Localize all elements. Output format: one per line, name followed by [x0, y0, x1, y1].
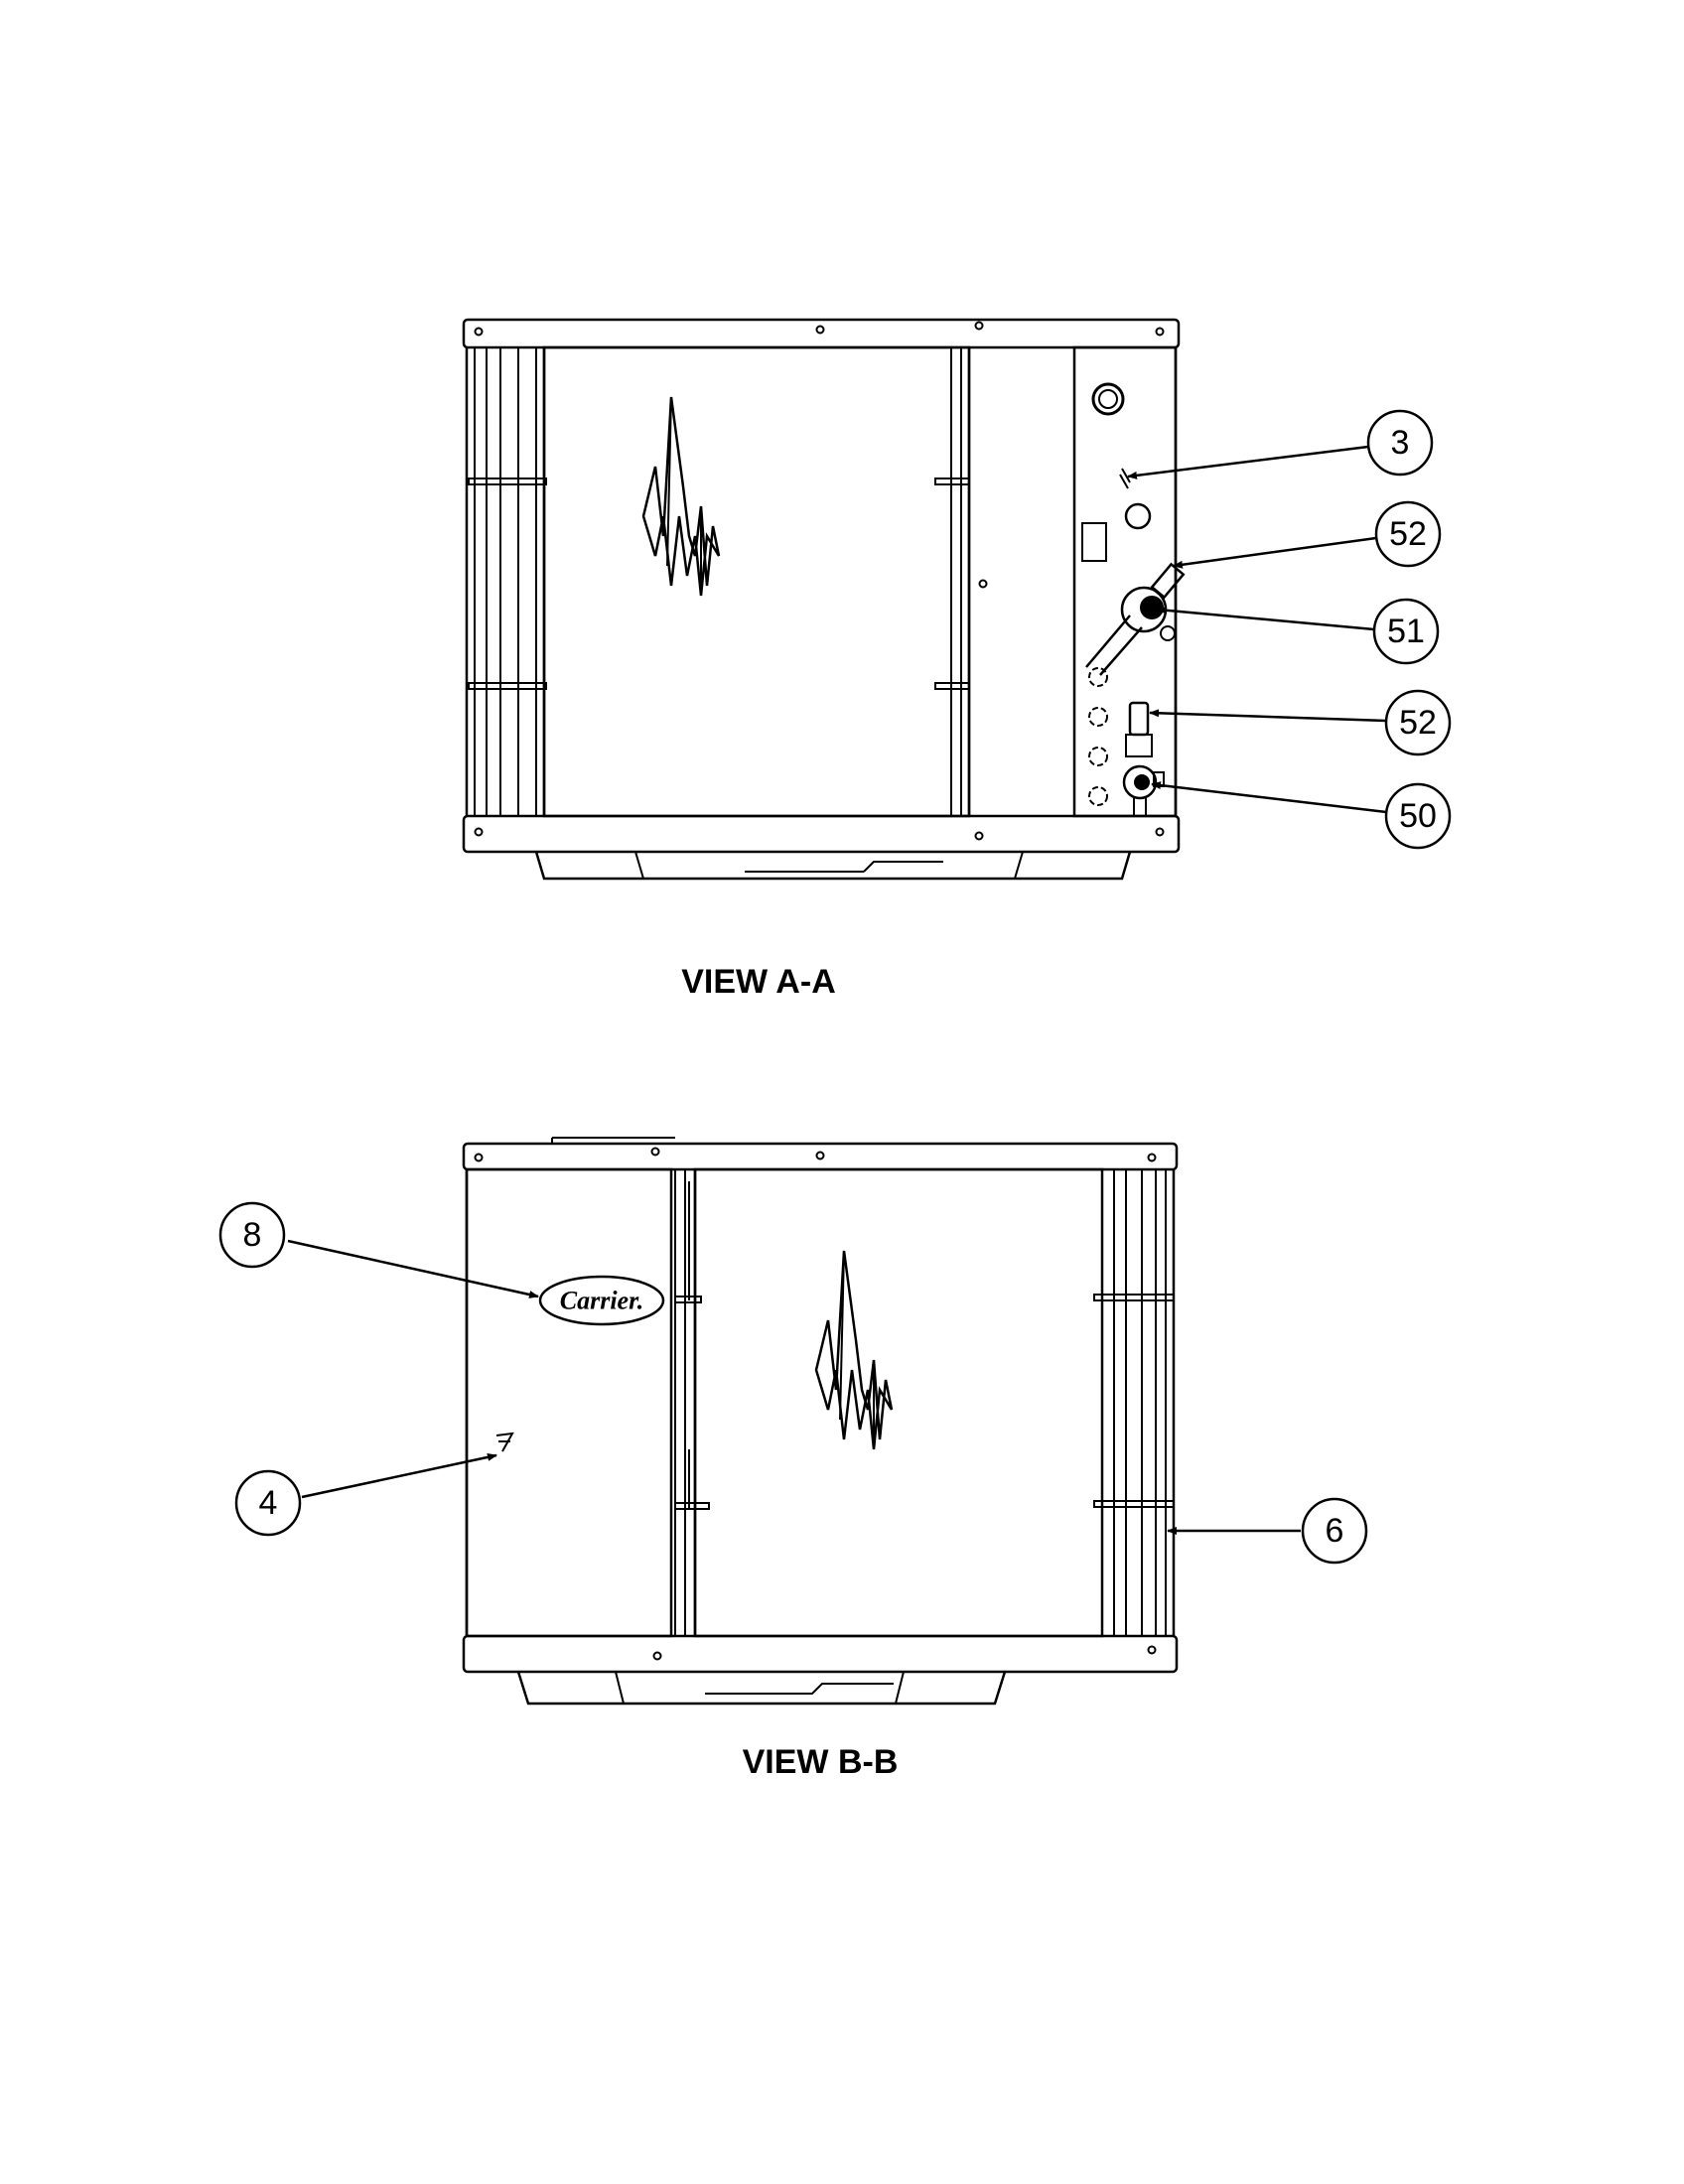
callout-label: 50 — [1399, 797, 1437, 835]
panel-mark — [495, 1432, 514, 1452]
screws-a — [474, 321, 1165, 841]
base-pan — [516, 1671, 1007, 1706]
callout-6: 6 — [1167, 1497, 1368, 1565]
coil-guard-left — [468, 347, 547, 816]
liquid-service-valve — [1122, 701, 1165, 816]
callout-8: 8 — [218, 1201, 539, 1298]
carrier-logo-text: Carrier. — [560, 1287, 644, 1315]
corner-panel — [465, 1167, 673, 1638]
callout-52-upper: 52 — [1173, 500, 1442, 569]
view-b-b: Carrier. 8 4 6 VIEW B-B — [218, 1137, 1368, 1781]
callout-label: 51 — [1387, 613, 1425, 650]
callout-label: 6 — [1326, 1512, 1344, 1550]
carrier-logo: Carrier. — [538, 1275, 665, 1326]
callout-52-lower: 52 — [1149, 689, 1452, 756]
top-rail — [462, 1142, 1179, 1171]
coil-panel — [693, 1167, 1104, 1638]
coil-guard-right — [934, 347, 971, 816]
screws-b — [474, 1147, 1157, 1661]
callout-label: 4 — [259, 1484, 278, 1522]
zigzag-graphic-b — [814, 1250, 894, 1450]
callout-label: 3 — [1391, 424, 1410, 462]
callout-label: 52 — [1399, 704, 1437, 742]
coil-guard-right-b — [1093, 1169, 1175, 1636]
callout-label: 52 — [1389, 515, 1427, 553]
callout-50: 50 — [1151, 781, 1452, 850]
suction-service-valve — [1085, 562, 1186, 676]
view-b-b-title: VIEW B-B — [743, 1743, 899, 1781]
view-a-a: 3 52 51 52 50 VIEW A-A — [462, 318, 1452, 1001]
bottom-rail — [462, 814, 1181, 854]
zigzag-graphic-a — [641, 396, 721, 597]
base-pan — [534, 851, 1132, 881]
coil-guard-left-b — [674, 1169, 710, 1636]
callout-4: 4 — [234, 1452, 497, 1537]
knockouts — [1088, 667, 1108, 806]
callout-label: 8 — [243, 1216, 262, 1254]
view-a-a-title: VIEW A-A — [681, 963, 836, 1001]
gauge-fitting — [1091, 382, 1125, 416]
callout-3: 3 — [1127, 409, 1434, 479]
bottom-rail — [462, 1634, 1179, 1674]
coil-panel — [542, 345, 971, 818]
callout-51: 51 — [1157, 598, 1440, 665]
